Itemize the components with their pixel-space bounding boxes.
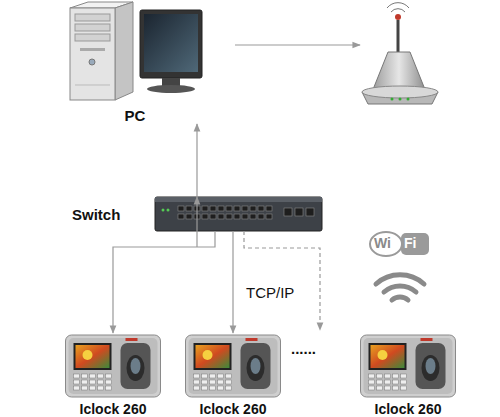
node-label: PC: [60, 107, 210, 124]
node-label: Switch: [72, 197, 120, 231]
wifi-signal: [376, 275, 424, 300]
computer-node: PC: [60, 0, 210, 124]
terminal-node: Iclock 260: [178, 333, 288, 417]
network-switch: [155, 197, 322, 231]
node-label: Iclock 260: [58, 401, 168, 417]
logo-text: Fi: [404, 235, 416, 251]
network-link: [196, 124, 197, 247]
network-link: [232, 231, 233, 333]
fingerprint-terminal: [66, 335, 456, 397]
network-link: [113, 231, 215, 333]
node-label: Iclock 260: [178, 401, 288, 417]
logo-text: Wi: [374, 235, 391, 251]
terminal-node: Iclock 260: [58, 333, 168, 417]
protocol-label: TCP/IP: [246, 284, 294, 301]
wifi-logo: [370, 232, 429, 256]
node-label: Iclock 260: [353, 401, 463, 417]
router-link: [235, 45, 360, 46]
pc-tower: [70, 2, 133, 100]
switch-node: Switch: [72, 197, 322, 231]
wireless-router: [362, 3, 438, 104]
wireless-link: [244, 231, 320, 330]
terminal-node: Iclock 260: [353, 333, 463, 417]
ellipsis-label: ......: [291, 340, 316, 357]
pc-monitor: [140, 10, 202, 93]
